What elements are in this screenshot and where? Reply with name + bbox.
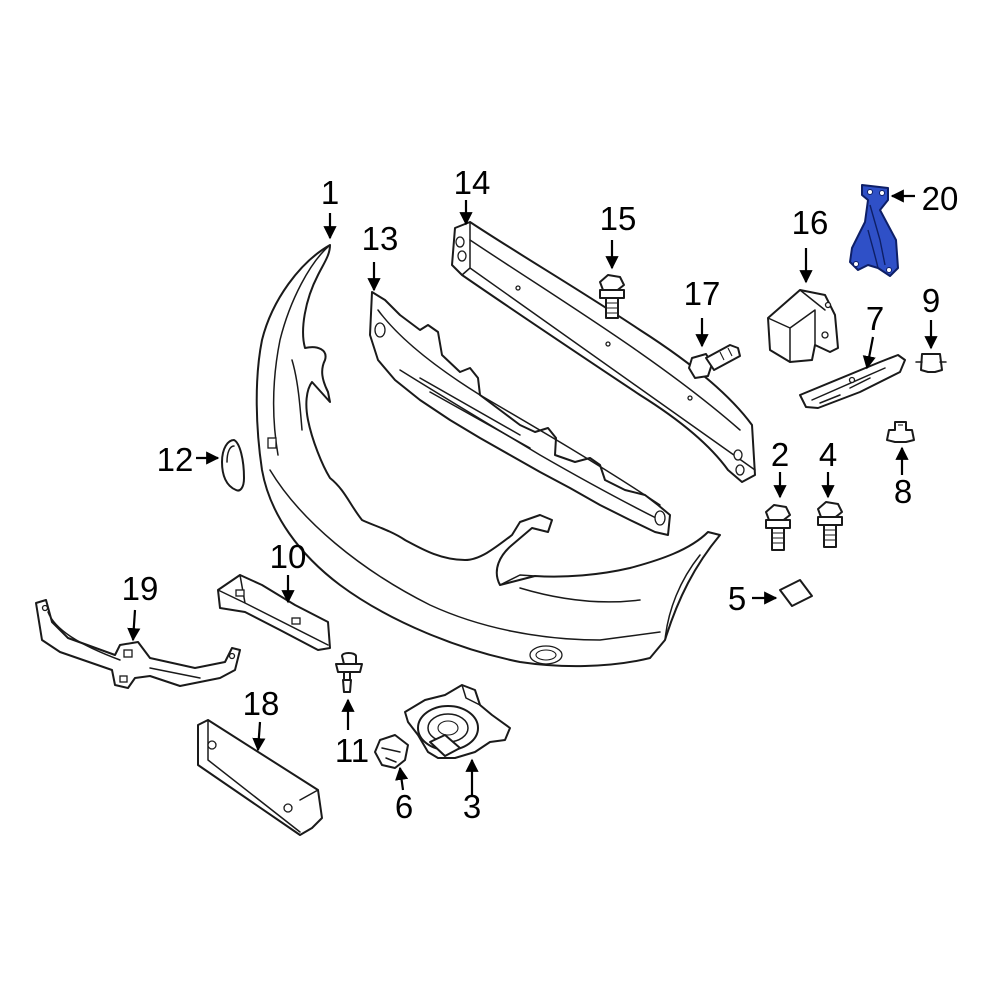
callout-15: 15 — [600, 200, 637, 237]
callout-12: 12 — [157, 441, 194, 478]
callout-9: 9 — [922, 282, 940, 319]
part-4-bolt[interactable] — [817, 501, 843, 548]
callout-16: 16 — [792, 204, 829, 241]
callout-13: 13 — [362, 220, 399, 257]
leader-lines — [127, 189, 938, 795]
leader-6 — [395, 766, 409, 791]
part-13-absorber[interactable] — [369, 291, 671, 536]
part-18-license-bracket[interactable] — [197, 719, 323, 836]
part-10-bracket[interactable] — [217, 574, 331, 651]
callout-1: 1 — [321, 174, 339, 211]
callout-5: 5 — [728, 580, 746, 617]
callout-11: 11 — [335, 732, 369, 769]
part-7-retainer[interactable] — [799, 354, 906, 409]
part-6-clip[interactable] — [374, 734, 409, 769]
part-20-bracket-highlighted[interactable] — [849, 184, 899, 277]
callout-6: 6 — [395, 788, 413, 825]
part-15-bolt[interactable] — [599, 274, 625, 319]
part-3-fog-lamp[interactable] — [404, 684, 511, 759]
part-14-reinforcement[interactable] — [451, 221, 756, 483]
part-17-bolt[interactable] — [688, 344, 741, 379]
callout-2: 2 — [771, 436, 789, 473]
callout-10: 10 — [270, 538, 307, 575]
part-1-bumper-cover[interactable] — [255, 244, 721, 668]
callout-17: 17 — [684, 275, 721, 312]
callout-3: 3 — [463, 788, 481, 825]
callout-18: 18 — [243, 685, 280, 722]
part-11-pushpin[interactable] — [335, 652, 363, 693]
callout-4: 4 — [819, 436, 837, 473]
leader-7 — [862, 336, 876, 370]
part-19-bracket[interactable] — [35, 599, 241, 689]
part-8-pushpin[interactable] — [886, 421, 915, 443]
callout-8: 8 — [894, 473, 912, 510]
part-16-bracket[interactable] — [767, 289, 839, 363]
callout-19: 19 — [122, 570, 159, 607]
leader-18 — [252, 721, 266, 752]
leader-19 — [127, 609, 141, 642]
part-12-cap[interactable] — [221, 439, 245, 492]
part-5-pad[interactable] — [779, 579, 813, 607]
part-9-clip[interactable] — [915, 353, 947, 373]
part-2-bolt[interactable] — [765, 504, 791, 551]
callout-7: 7 — [866, 300, 884, 337]
callout-14: 14 — [454, 164, 491, 201]
callout-20: 20 — [922, 180, 959, 217]
callout-labels: 1 2 3 4 5 6 7 8 9 10 11 12 13 14 15 16 1… — [122, 164, 959, 825]
